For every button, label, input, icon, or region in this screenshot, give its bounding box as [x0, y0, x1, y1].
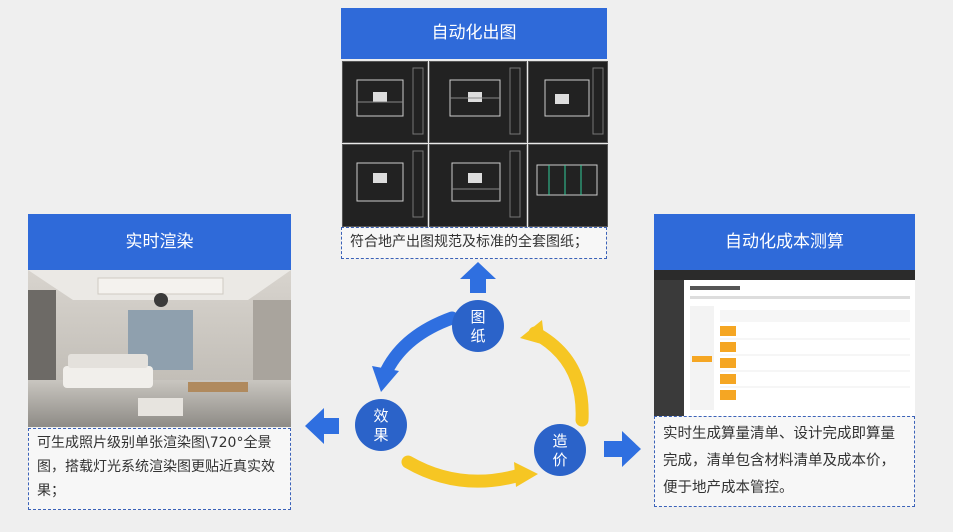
realtime-render-title: 实时渲染 — [28, 214, 291, 270]
auto-cost-panel: 自动化成本测算 实时生成算量清单、设计完成即算量完成，清单包含材料清单及成本价，… — [654, 214, 915, 507]
drawing-thumb — [429, 61, 527, 143]
cycle-node-cost: 造价 — [534, 424, 586, 476]
cycle-arrow-cost-to-drawing-head — [520, 320, 545, 345]
cycle-node-drawing: 图纸 — [452, 300, 504, 352]
arrow-right-icon — [604, 431, 641, 467]
realtime-render-panel: 实时渲染 可生成照片级别单张渲染图\720°全景图，搭载灯光系统渲染图更贴近真实… — [28, 214, 291, 510]
cost-software-screenshot — [654, 270, 915, 416]
auto-drawing-panel: 自动化出图 符合地产出图规范及标准的全套图纸； — [341, 8, 608, 259]
render-preview-image — [28, 270, 291, 427]
cycle-arrow-cost-to-drawing — [528, 326, 589, 427]
auto-cost-description: 实时生成算量清单、设计完成即算量完成，清单包含材料清单及成本价，便于地产成本管控… — [654, 416, 915, 507]
cycle-arrow-drawing-to-effect-head — [372, 366, 399, 392]
drawing-thumbnails — [341, 60, 608, 227]
cycle-arrow-effect-to-cost — [401, 455, 527, 488]
arrow-up-icon — [460, 262, 496, 293]
drawing-thumb — [342, 144, 428, 227]
auto-drawing-title: 自动化出图 — [341, 8, 607, 59]
drawing-thumb — [429, 144, 527, 227]
auto-drawing-description: 符合地产出图规范及标准的全套图纸； — [341, 227, 607, 259]
cycle-arrow-effect-to-cost-head — [514, 462, 538, 487]
cycle-node-cost-label: 造价 — [552, 431, 568, 469]
cycle-node-drawing-label: 图纸 — [470, 307, 486, 345]
drawing-thumb — [342, 61, 428, 143]
drawing-thumb — [528, 61, 608, 143]
auto-cost-title: 自动化成本测算 — [654, 214, 915, 270]
realtime-render-description: 可生成照片级别单张渲染图\720°全景图，搭载灯光系统渲染图更贴近真实效果； — [28, 428, 291, 510]
arrow-left-icon — [305, 408, 339, 444]
cycle-node-effect-label: 效果 — [373, 406, 389, 444]
cycle-node-effect: 效果 — [355, 399, 407, 451]
cycle-arrow-drawing-to-effect — [380, 311, 459, 377]
drawing-thumb — [528, 144, 608, 227]
